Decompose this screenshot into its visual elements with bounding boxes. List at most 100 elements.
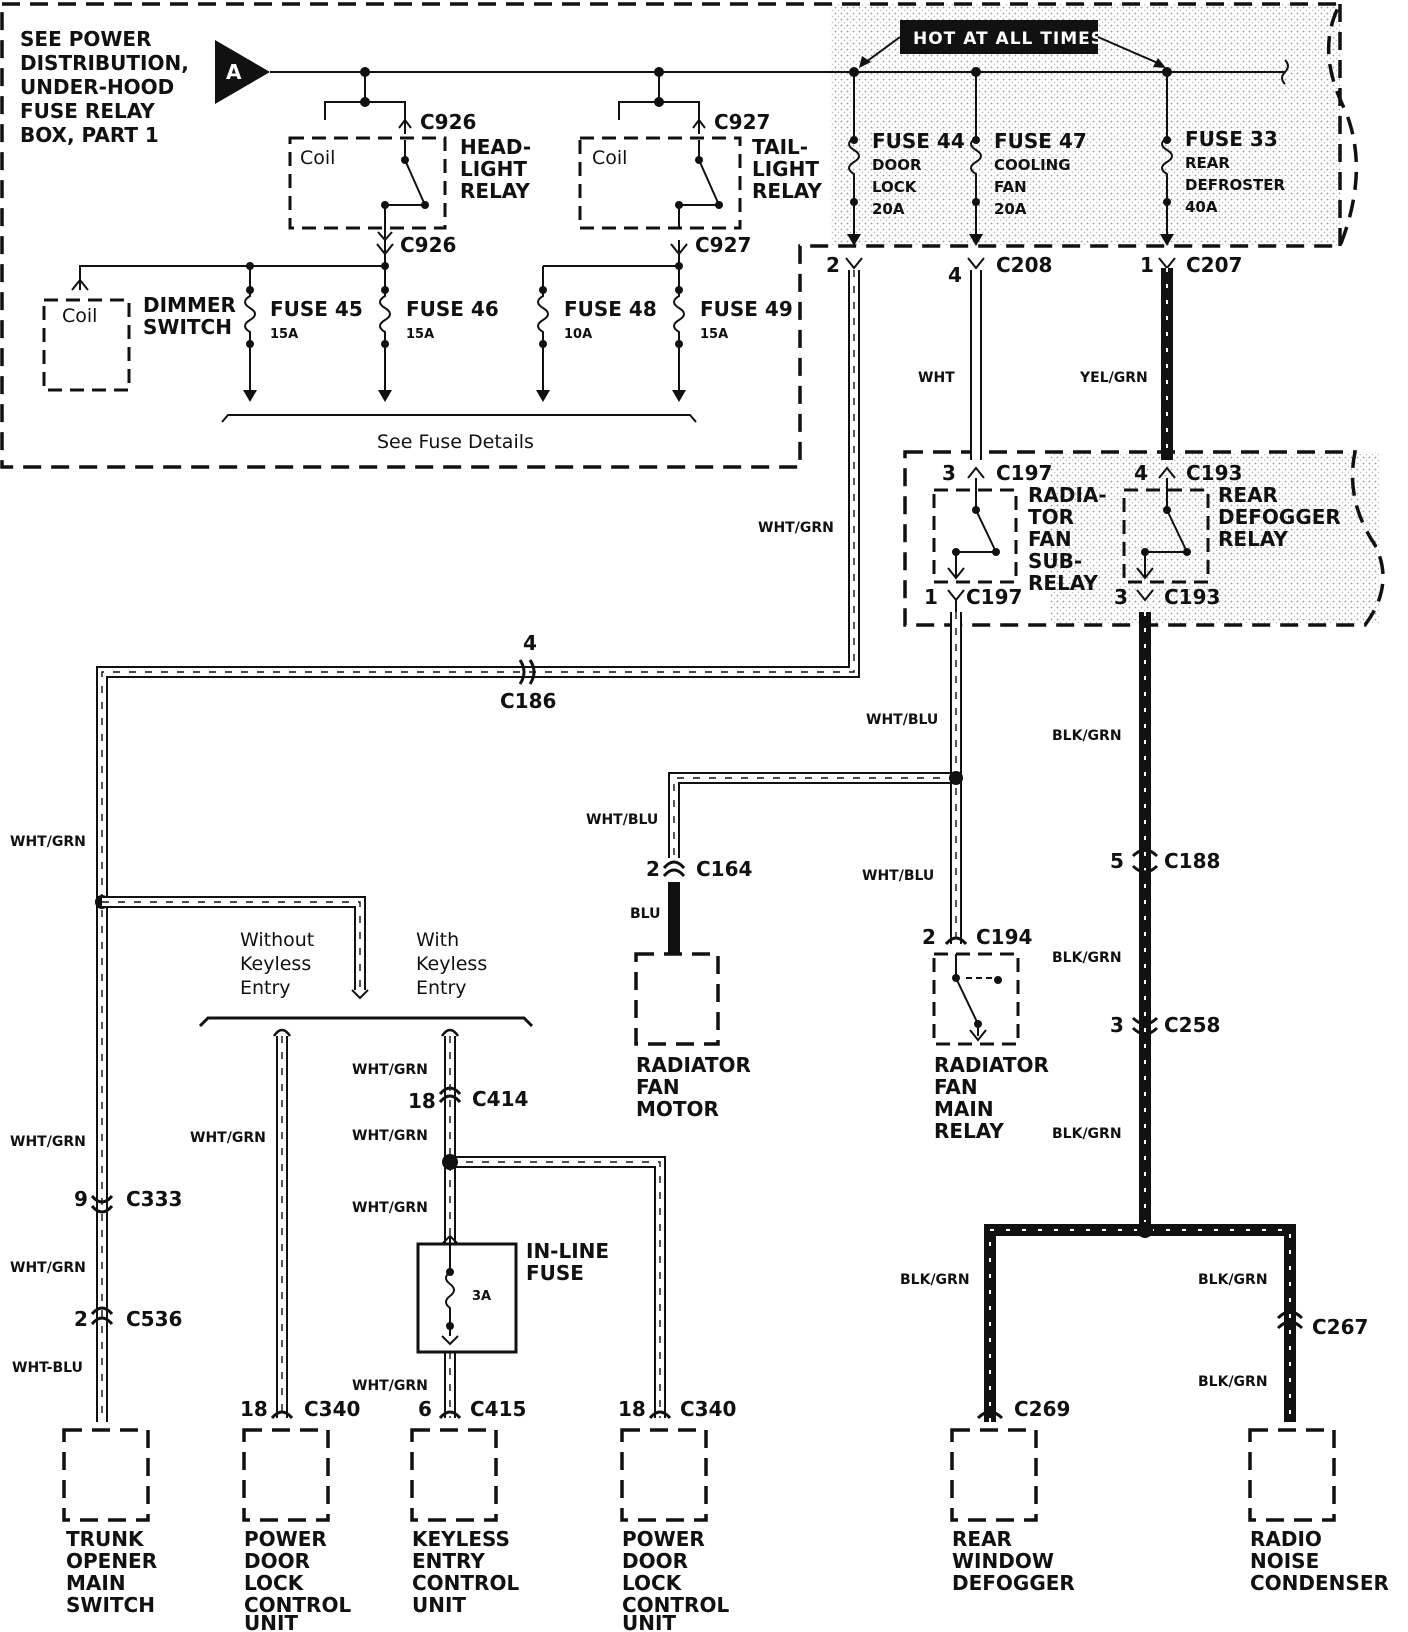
fuse48-name: FUSE 48: [564, 297, 657, 321]
wire-blk-grn: [984, 612, 1296, 1422]
inline-fuse-l1: IN-LINE: [526, 1239, 609, 1263]
pdl1-l3: LOCK: [244, 1571, 305, 1595]
rear-def-relay-l1: REAR: [1218, 483, 1278, 507]
radmain-l3: MAIN: [934, 1097, 994, 1121]
c340b-pin: 18: [618, 1397, 646, 1421]
blk-grn-label-5: BLK/GRN: [1198, 1272, 1268, 1288]
c197-bottom: C197: [966, 585, 1022, 609]
power-dist-l4: FUSE RELAY: [20, 99, 155, 123]
c340a-label: C340: [304, 1397, 360, 1421]
wht-grn-label-k2: WHT/GRN: [352, 1128, 428, 1144]
blk-grn-label-3: BLK/GRN: [1052, 1126, 1122, 1142]
taillight-l1: TAIL-: [752, 135, 808, 159]
c208-label: C208: [996, 253, 1052, 277]
rear-window-defogger-box: [950, 1428, 1038, 1522]
radiator-fan-motor-box: [634, 952, 720, 1046]
power-dist-l3: UNDER-HOOD: [20, 75, 174, 99]
radmain-l4: RELAY: [934, 1119, 1004, 1143]
fuse44-name: FUSE 44: [872, 129, 965, 153]
hot-label: HOT AT ALL TIMES: [913, 29, 1104, 49]
fuse46-amp: 15A: [406, 327, 434, 342]
radfan-sub-l5: RELAY: [1028, 571, 1098, 595]
with-l1: With: [416, 929, 459, 951]
c194-pin: 2: [922, 925, 936, 949]
headlight-conn-bottom: C926: [400, 233, 456, 257]
keyless-l3: CONTROL: [412, 1571, 519, 1595]
c188-label: C188: [1164, 849, 1220, 873]
power-dist-l1: SEE POWER: [20, 27, 151, 51]
c193-pin4: 4: [1134, 461, 1148, 485]
trunk-l1: TRUNK: [66, 1527, 145, 1551]
wht-blu-label-t4: WHT-BLU: [12, 1360, 83, 1376]
wht-blu-label-3: WHT/BLU: [862, 868, 934, 884]
dimmer-l1: DIMMER: [143, 293, 236, 317]
c333-label: C333: [126, 1187, 182, 1211]
fuse47-amp: 20A: [994, 200, 1027, 218]
c415-label: C415: [470, 1397, 526, 1421]
wht-grn-label-main: WHT/GRN: [758, 520, 834, 536]
defogger-l3: DEFOGGER: [952, 1571, 1075, 1595]
fuse47-name: FUSE 47: [994, 129, 1087, 153]
taillight-relay: Coil C927 TAIL- LIGHT RELAY C927: [578, 72, 822, 257]
blk-grn-label-6: BLK/GRN: [1198, 1374, 1268, 1390]
radiator-fan-main-relay: [932, 952, 1020, 1046]
fuse33-l2: DEFROSTER: [1185, 176, 1286, 194]
fuse47-l2: FAN: [994, 178, 1027, 196]
c340b-label: C340: [680, 1397, 736, 1421]
c258-pin: 3: [1110, 1013, 1124, 1037]
trunk-opener-box: [62, 1428, 150, 1522]
wire-yel-grn-label: YEL/GRN: [1079, 370, 1148, 386]
radmain-l2: FAN: [934, 1075, 978, 1099]
pdl-unit-2-box: [620, 1428, 708, 1522]
inline-fuse-l2: FUSE: [526, 1261, 584, 1285]
wht-grn-label-t2: WHT/GRN: [10, 1134, 86, 1150]
radio-noise-condenser-box: [1248, 1428, 1336, 1522]
c197-pin1: 1: [924, 585, 938, 609]
pdl-unit-1-box: [242, 1428, 330, 1522]
radmotor-l2: FAN: [636, 1075, 680, 1099]
wire-wht-label: WHT: [918, 370, 955, 386]
headlight-l3: RELAY: [460, 179, 530, 203]
wht-grn-label-t3: WHT/GRN: [10, 1260, 86, 1276]
wire-wht-grn-main: [96, 270, 860, 1422]
c193-bottom: C193: [1164, 585, 1220, 609]
without-l1: Without: [240, 929, 314, 951]
c415-pin: 6: [418, 1397, 432, 1421]
c193-pin3: 3: [1114, 585, 1128, 609]
trunk-l4: SWITCH: [66, 1593, 155, 1617]
power-dist-l5: BOX, PART 1: [20, 123, 159, 147]
fuse33-name: FUSE 33: [1185, 127, 1278, 151]
headlight-conn: C926: [420, 110, 476, 134]
c267-label: C267: [1312, 1315, 1368, 1339]
radmotor-l3: MOTOR: [636, 1097, 719, 1121]
c414-pin: 18: [408, 1089, 436, 1113]
headlight-l2: LIGHT: [460, 157, 527, 181]
radfan-sub-l1: RADIA-: [1028, 483, 1107, 507]
wire-wht-blu: [668, 612, 962, 944]
rear-def-relay-l3: RELAY: [1218, 527, 1288, 551]
c186-pin: 4: [523, 631, 537, 655]
radfan-sub-l4: SUB-: [1028, 549, 1082, 573]
blk-grn-label-1: BLK/GRN: [1052, 728, 1122, 744]
c207-pin: 1: [1140, 253, 1154, 277]
radio-l2: NOISE: [1250, 1549, 1319, 1573]
c197-pin3: 3: [942, 461, 956, 485]
pdl1-l5: UNIT: [244, 1611, 298, 1632]
keyless-l4: UNIT: [412, 1593, 466, 1617]
inline-fuse: 3A: [416, 1234, 518, 1354]
radfan-sub-l3: FAN: [1028, 527, 1072, 551]
pdl1-l4: CONTROL: [244, 1593, 351, 1617]
trunk-l2: OPENER: [66, 1549, 157, 1573]
radmotor-l1: RADIATOR: [636, 1053, 751, 1077]
taillight-conn: C927: [714, 110, 770, 134]
see-fuse-details: See Fuse Details: [377, 431, 534, 453]
wire-wht-grn-branch: [102, 896, 366, 990]
wht-grn-label-k4: WHT/GRN: [352, 1378, 428, 1394]
pdl2-l1: POWER: [622, 1527, 705, 1551]
rear-defogger-relay: 4 C193 3 C193 REAR DEFOGGER RELAY: [1114, 461, 1341, 609]
radio-l3: CONDENSER: [1250, 1571, 1389, 1595]
fuse44-amp: 20A: [872, 200, 905, 218]
without-l3: Entry: [240, 977, 291, 999]
wht-grn-label-k3: WHT/GRN: [352, 1200, 428, 1216]
